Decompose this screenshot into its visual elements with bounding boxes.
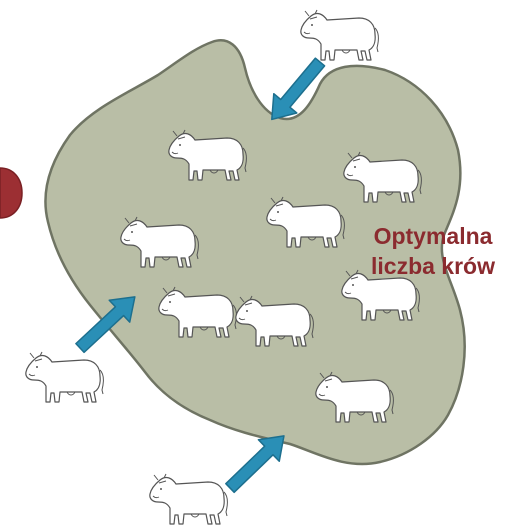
optimal-cows-label: Optymalna liczba krów xyxy=(338,221,528,281)
cow-icon xyxy=(301,10,378,60)
label-line-2: liczba krów xyxy=(338,251,528,281)
side-disc xyxy=(0,168,22,218)
label-line-1: Optymalna xyxy=(338,221,528,251)
cow-icon xyxy=(150,474,227,524)
cow-icon xyxy=(26,352,103,402)
